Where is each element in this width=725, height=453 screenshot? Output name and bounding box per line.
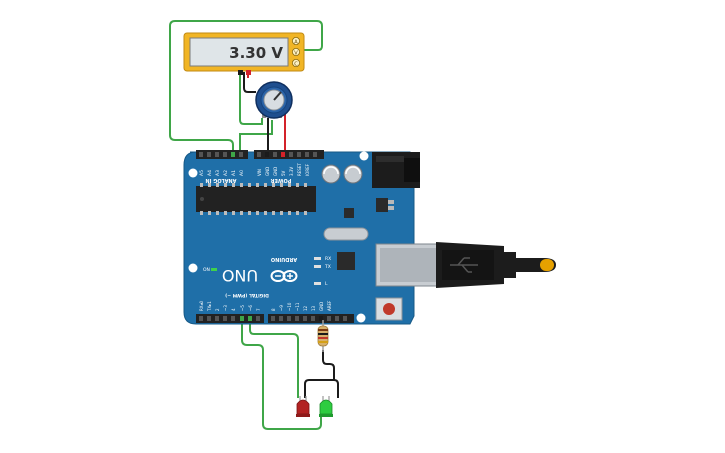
pin-label-d0: RX◂0 — [199, 300, 204, 311]
pin-label-d6: ~6 — [248, 305, 253, 311]
meter-terminal-a: A — [294, 39, 298, 45]
led-green[interactable] — [319, 396, 333, 417]
pin-label-d4: 4 — [231, 308, 236, 311]
meter-terminal-v: V — [294, 50, 298, 56]
meter-terminals: A V C — [291, 37, 300, 67]
pin-label-aref: AREF — [327, 300, 332, 311]
power-header[interactable] — [254, 150, 324, 159]
voltage-regulator — [376, 198, 394, 212]
pin-label-a1: A1 — [231, 170, 237, 176]
potentiometer[interactable] — [255, 81, 293, 119]
pin-label-d9: ~9 — [279, 305, 284, 311]
wire-resistor-to-led[interactable] — [322, 350, 335, 380]
dc-power-jack[interactable] — [372, 152, 420, 188]
digital-pin-labels: RX◂0 TX▸1 2 ~3 4 ~5 ~6 7 8 ~9 ~10 ~11 12… — [199, 300, 332, 312]
pin-label-gnd3: GND — [319, 302, 324, 311]
digital-label: DIGITAL (PWM ~) — [225, 292, 269, 298]
pin-label-gnd1: GND — [265, 167, 270, 176]
pin-label-3v3: 3.3V — [289, 167, 294, 176]
meter-terminal-c: C — [294, 61, 298, 67]
pin-label-a2: A2 — [223, 170, 229, 176]
pin-label-a5: A5 — [199, 170, 205, 176]
pin-label-a4: A4 — [207, 170, 213, 176]
analog-in-label: ANALOG IN — [205, 177, 236, 183]
usb-cable[interactable] — [375, 242, 556, 288]
status-leds: RX TX L — [314, 256, 331, 287]
multimeter[interactable]: 3.30 V A V C — [183, 32, 305, 75]
atmega-chip — [196, 183, 316, 215]
led-red[interactable] — [296, 396, 310, 417]
reset-button[interactable] — [375, 297, 403, 321]
wire-pot-to-a0[interactable] — [239, 72, 263, 125]
wire-led-gnd-loop[interactable] — [304, 379, 339, 398]
mounting-hole — [356, 313, 366, 323]
capacitors — [321, 164, 363, 184]
pin-label-d8: 8 — [271, 308, 276, 311]
digital-header-high[interactable] — [268, 314, 354, 323]
pin-label-d2: 2 — [215, 308, 220, 311]
wire-pot-wiper[interactable] — [239, 120, 273, 156]
usb-chip — [337, 252, 355, 270]
pin-label-reset: RESET — [297, 163, 302, 176]
analog-pin-labels: A5 A4 A3 A2 A1 A0 — [199, 170, 245, 176]
digital-header-low[interactable] — [196, 314, 264, 323]
pin-label-d12: 12 — [303, 305, 308, 311]
on-label: ON — [203, 267, 210, 273]
pin-label-d3: ~3 — [223, 305, 228, 311]
l-label: L — [325, 281, 328, 287]
pin-label-gnd2: GND — [273, 167, 278, 176]
pot-knob-indicator — [273, 91, 282, 101]
meter-reading: 3.30 V — [229, 44, 283, 62]
analog-header[interactable] — [196, 150, 248, 159]
arduino-brand-label: ARDUINO — [271, 256, 297, 262]
pin-label-d7: 7 — [256, 308, 261, 311]
resistor[interactable] — [317, 320, 329, 352]
crystal-oscillator — [323, 227, 369, 241]
pin-label-d13: 13 — [311, 305, 316, 311]
power-pin-labels: VIN GND GND 5V 3.3V RESET IOREF — [257, 163, 310, 176]
tx-label: TX — [324, 264, 331, 270]
pin-label-ioref: IOREF — [305, 163, 310, 176]
pin-label-a3: A3 — [215, 170, 221, 176]
pin-label-d1: TX▸1 — [207, 301, 212, 312]
mounting-hole — [188, 168, 198, 178]
uno-label: UNO — [222, 266, 258, 285]
arduino-logo-icon — [270, 270, 298, 282]
pin-label-5v: 5V — [281, 170, 286, 176]
usb-icon — [450, 257, 478, 273]
mounting-hole — [359, 151, 369, 161]
power-label: POWER — [271, 177, 292, 183]
pin-label-d10: ~10 — [287, 302, 292, 311]
pin-label-d5: ~5 — [240, 305, 245, 311]
pin-label-a0: A0 — [239, 170, 245, 176]
rx-label: RX — [325, 256, 331, 262]
wire-meter-to-a0[interactable] — [169, 20, 323, 156]
small-ic — [344, 208, 354, 218]
wire-pin-to-red-led[interactable] — [241, 318, 322, 430]
wire-meter-com[interactable] — [243, 72, 256, 93]
pin-label-vin: VIN — [257, 169, 262, 176]
arduino-uno-board[interactable]: A5 A4 A3 A2 A1 A0 ANALOG IN VIN GND GND … — [183, 150, 420, 325]
mounting-hole — [188, 263, 198, 273]
wire-pin-to-green-led[interactable] — [249, 318, 299, 398]
pin-label-d11: ~11 — [295, 302, 300, 311]
power-on-led: ON — [203, 267, 217, 273]
